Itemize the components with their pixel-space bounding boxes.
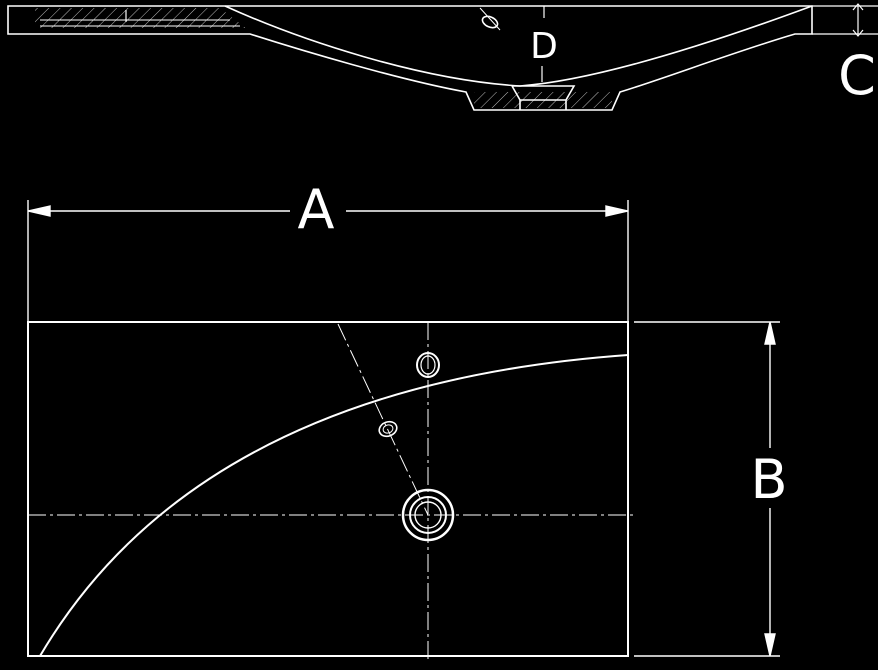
overflow-hole-section [481,15,499,29]
side-section-view [7,3,878,111]
label-b: B [750,448,787,511]
drain-hole [401,488,455,542]
tap-hole [416,352,440,378]
label-c: C [838,44,876,107]
centerline-diagonal [337,323,429,516]
label-a: A [298,178,335,241]
bowl-inner-curve [224,5,813,87]
label-d: D [530,26,558,67]
dimension-a [27,200,629,322]
drain-fitting [511,85,576,110]
basin-plan-outline [27,321,629,657]
basin-section-outline [7,5,813,111]
left-deck-hatch [35,8,246,28]
dimension-b [634,321,780,657]
bowl-edge-curve [39,354,629,657]
overflow-hole [378,420,398,438]
plan-view [27,321,634,662]
